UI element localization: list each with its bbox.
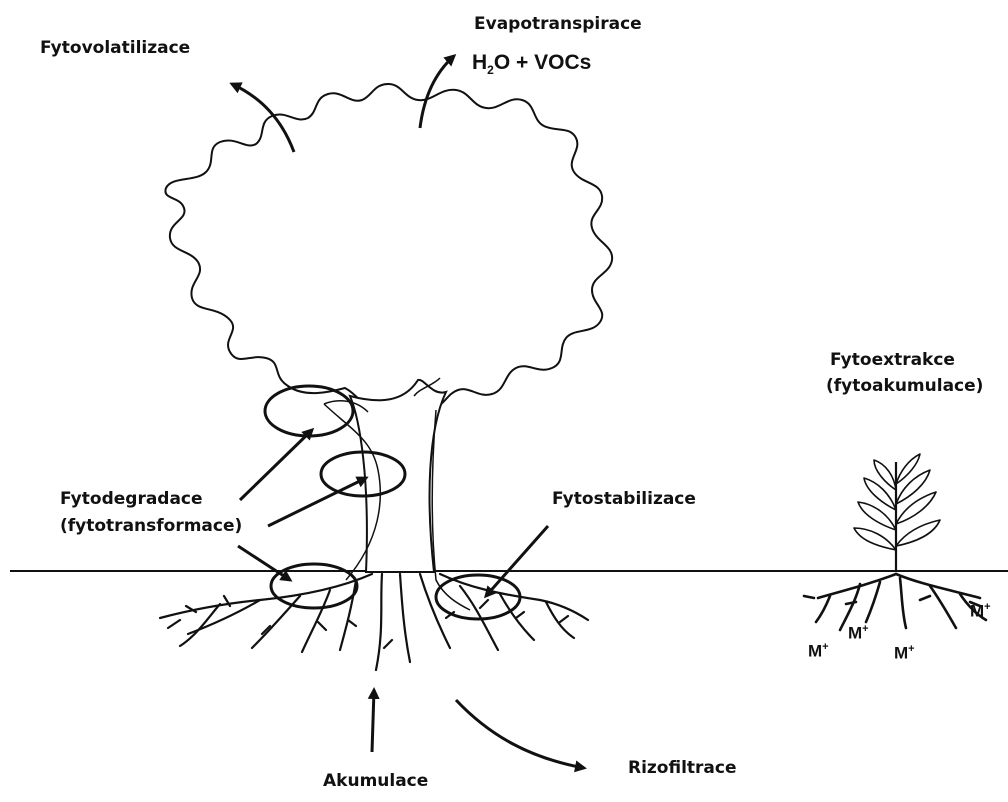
label-phytoextraction-line1: Fytoextrakce bbox=[830, 349, 955, 371]
metal-ion: M+ bbox=[848, 620, 869, 643]
label-accumulation: Akumulace bbox=[323, 770, 428, 792]
label-phytovolatilization: Fytovolatilizace bbox=[40, 37, 190, 59]
label-rhizofiltration: Rizofiltrace bbox=[628, 757, 737, 779]
label-formula: H2O + VOCs bbox=[472, 52, 591, 81]
metal-ion: M+ bbox=[808, 638, 829, 661]
label-phytodegradation-line2: (fytotransformace) bbox=[60, 515, 242, 537]
label-phytoextraction-line2: (fytoakumulace) bbox=[826, 375, 983, 397]
label-phytostabilization: Fytostabilizace bbox=[552, 488, 696, 510]
metal-ion: M+ bbox=[894, 640, 915, 663]
label-evapotranspiration: Evapotranspirace bbox=[474, 13, 642, 35]
metal-ion: M+ bbox=[970, 598, 991, 621]
label-phytodegradation-line1: Fytodegradace bbox=[60, 488, 203, 510]
